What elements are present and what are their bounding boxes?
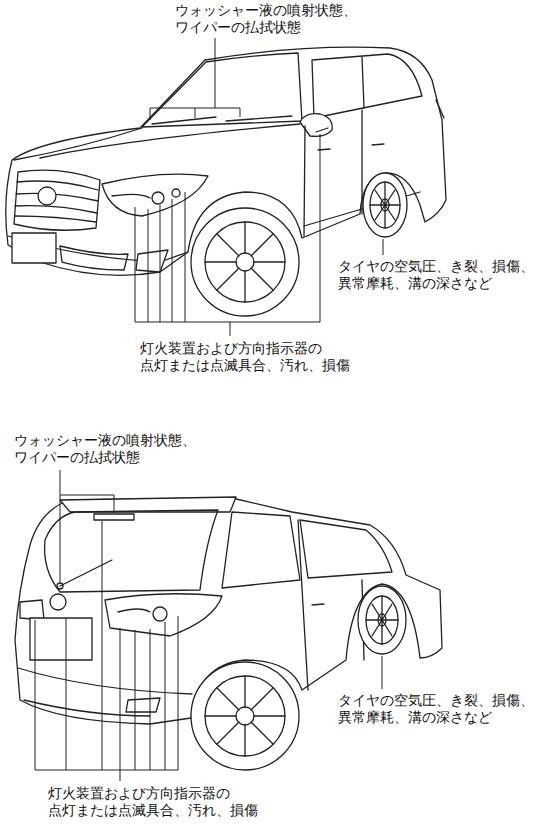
leader-line [382,656,383,689]
front-view-car [363,173,407,237]
front-view-car [152,192,164,204]
rear-view-car [57,583,63,589]
inspection-note: 灯火装置および方向指示器の 点灯または点滅具合、汚れ、損傷 [48,785,264,819]
rear-view-car [366,596,398,644]
front-view-car [361,110,362,214]
front-view-car [312,54,422,118]
rear-view-car [15,497,442,770]
front-view-car [316,128,328,132]
rear-view-car [366,596,398,644]
front-view-car [172,189,180,197]
rear-view-car [20,600,44,620]
rear-view-car [118,609,150,612]
front-view-car [436,100,444,118]
rear-view-car [105,594,222,636]
rear-view-car [300,520,392,578]
front-view-car [362,57,364,108]
front-view-car [38,187,56,205]
inspection-note: 灯火装置および方向指示器の 点灯または点滅具合、汚れ、損傷 [140,340,356,374]
front-view-car [372,144,384,145]
rear-view-car [358,586,406,654]
rear-view-car [94,514,134,520]
rear-view-car [50,594,66,610]
leader-line [383,239,384,255]
front-view-car [40,124,300,158]
rear-view-car [298,520,308,690]
leader-line [35,521,178,781]
front-view-car [112,194,150,198]
rear-view-car [191,662,299,770]
rear-view-car [205,676,285,756]
leader-line [135,38,383,336]
rear-view-car [222,512,300,588]
rear-view-car [18,668,192,694]
inspection-note: ウォッシャー液の噴射状態、 ワイパーの払拭状態 [175,2,364,36]
front-view-car [205,222,285,302]
leader-line [60,470,114,582]
rear-view-car [60,560,112,586]
front-view-car [205,222,285,302]
front-view-car [136,250,168,272]
rear-view-car [30,618,92,660]
front-view-car [152,116,292,124]
front-view-car [102,174,208,216]
leader-line [35,470,382,781]
front-view-car [12,233,56,263]
front-view-car [60,246,128,270]
rear-view-car [153,607,167,621]
front-view-car [15,181,98,222]
front-view-car [142,53,302,127]
inspection-note: タイヤの空気圧、き裂、損傷、 異常摩耗、溝の深さなど [338,258,540,292]
rear-view-car [45,510,218,592]
rear-view-car [126,698,160,712]
rear-view-car [205,676,285,756]
front-view-car [304,126,305,236]
front-view-car [191,208,299,316]
inspection-note: ウォッシャー液の噴射状態、 ワイパーの払拭状態 [14,432,203,466]
front-view-car [14,170,100,230]
leader-line [135,134,320,336]
front-view-car [370,182,400,228]
leader-line [150,38,240,120]
inspection-note: タイヤの空気圧、き裂、損傷、 異常摩耗、溝の深さなど [338,692,540,726]
front-view-car [370,182,400,228]
